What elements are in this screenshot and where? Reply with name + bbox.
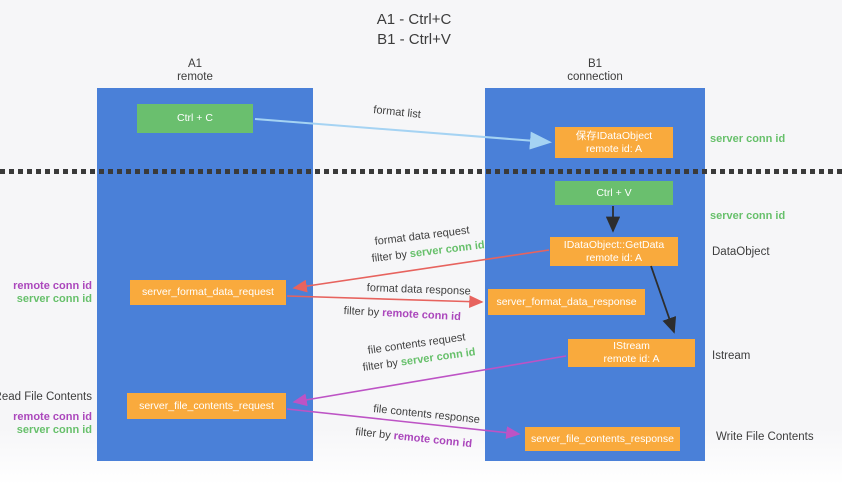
lane-header-b1: B1 connection (485, 58, 705, 84)
filter-prefix: filter by (343, 305, 380, 319)
edge-label-file-contents-response: file contents response (372, 403, 481, 427)
node-format-request-label: server_format_data_request (142, 286, 274, 298)
node-save-idataobject-line1: 保存IDataObject (575, 129, 653, 142)
node-istream: IStream remote id: A (568, 339, 695, 367)
node-server-file-contents-request: server_file_contents_request (127, 393, 286, 419)
right-label-write-file-contents: Write File Contents (716, 431, 814, 443)
diagram-title: A1 - Ctrl+C B1 - Ctrl+V (314, 10, 514, 50)
node-ctrl-v: Ctrl + V (555, 181, 673, 205)
node-ctrl-v-label: Ctrl + V (596, 186, 632, 199)
filter-prefix: filter by (354, 426, 392, 442)
edge-label-format-list: format list (372, 104, 422, 121)
lane-a1-name: A1 (187, 58, 203, 70)
filter-key-remote-conn-id: remote conn id (381, 307, 462, 324)
filter-prefix: filter by (362, 357, 399, 374)
node-file-response-label: server_file_contents_response (530, 432, 674, 445)
right-label-istream: Istream (712, 350, 751, 362)
right-label-dataobject: DataObject (712, 246, 770, 258)
node-format-response-label: server_format_data_response (496, 295, 637, 308)
node-getdata-line1: IDataObject::GetData (563, 238, 665, 251)
node-istream-line1: IStream (613, 340, 650, 352)
node-server-format-data-request: server_format_data_request (130, 280, 286, 305)
lane-header-a1: A1 remote (87, 58, 303, 84)
session-divider-dotted-line (0, 169, 842, 174)
node-save-idataobject-line2: remote id: A (585, 142, 643, 155)
left-label-remote-conn-id-bottom: remote conn id (13, 411, 92, 423)
node-ctrl-c: Ctrl + C (137, 104, 253, 133)
lane-b1-subtitle: connection (567, 71, 623, 83)
left-label-read-file-contents: Read File Contents (0, 391, 92, 403)
left-label-remote-conn-id-top: remote conn id (13, 280, 92, 292)
left-label-server-conn-id-bottom: server conn id (16, 424, 92, 436)
node-getdata-line2: remote id: A (585, 251, 643, 264)
title-line-2: B1 - Ctrl+V (377, 31, 451, 48)
edge-label-format-data-response: format data response (366, 282, 471, 298)
left-label-server-conn-id-top: server conn id (16, 293, 92, 305)
node-istream-line2: remote id: A (603, 353, 660, 365)
filter-prefix: filter by (371, 248, 408, 265)
node-server-format-data-response: server_format_data_response (488, 289, 645, 315)
lane-a1-subtitle: remote (177, 71, 213, 83)
node-ctrl-c-label: Ctrl + C (177, 112, 213, 124)
right-label-server-conn-id-top: server conn id (710, 133, 786, 145)
title-line-1: A1 - Ctrl+C (376, 11, 452, 28)
node-server-file-contents-response: server_file_contents_response (525, 427, 680, 451)
right-label-server-conn-id-mid: server conn id (710, 210, 786, 222)
filter-key-remote-conn-id: remote conn id (393, 430, 473, 451)
node-file-request-label: server_file_contents_request (139, 399, 274, 412)
lane-b1-name: B1 (587, 58, 603, 70)
node-idataobject-getdata: IDataObject::GetData remote id: A (550, 237, 678, 266)
node-save-idataobject: 保存IDataObject remote id: A (555, 127, 673, 158)
